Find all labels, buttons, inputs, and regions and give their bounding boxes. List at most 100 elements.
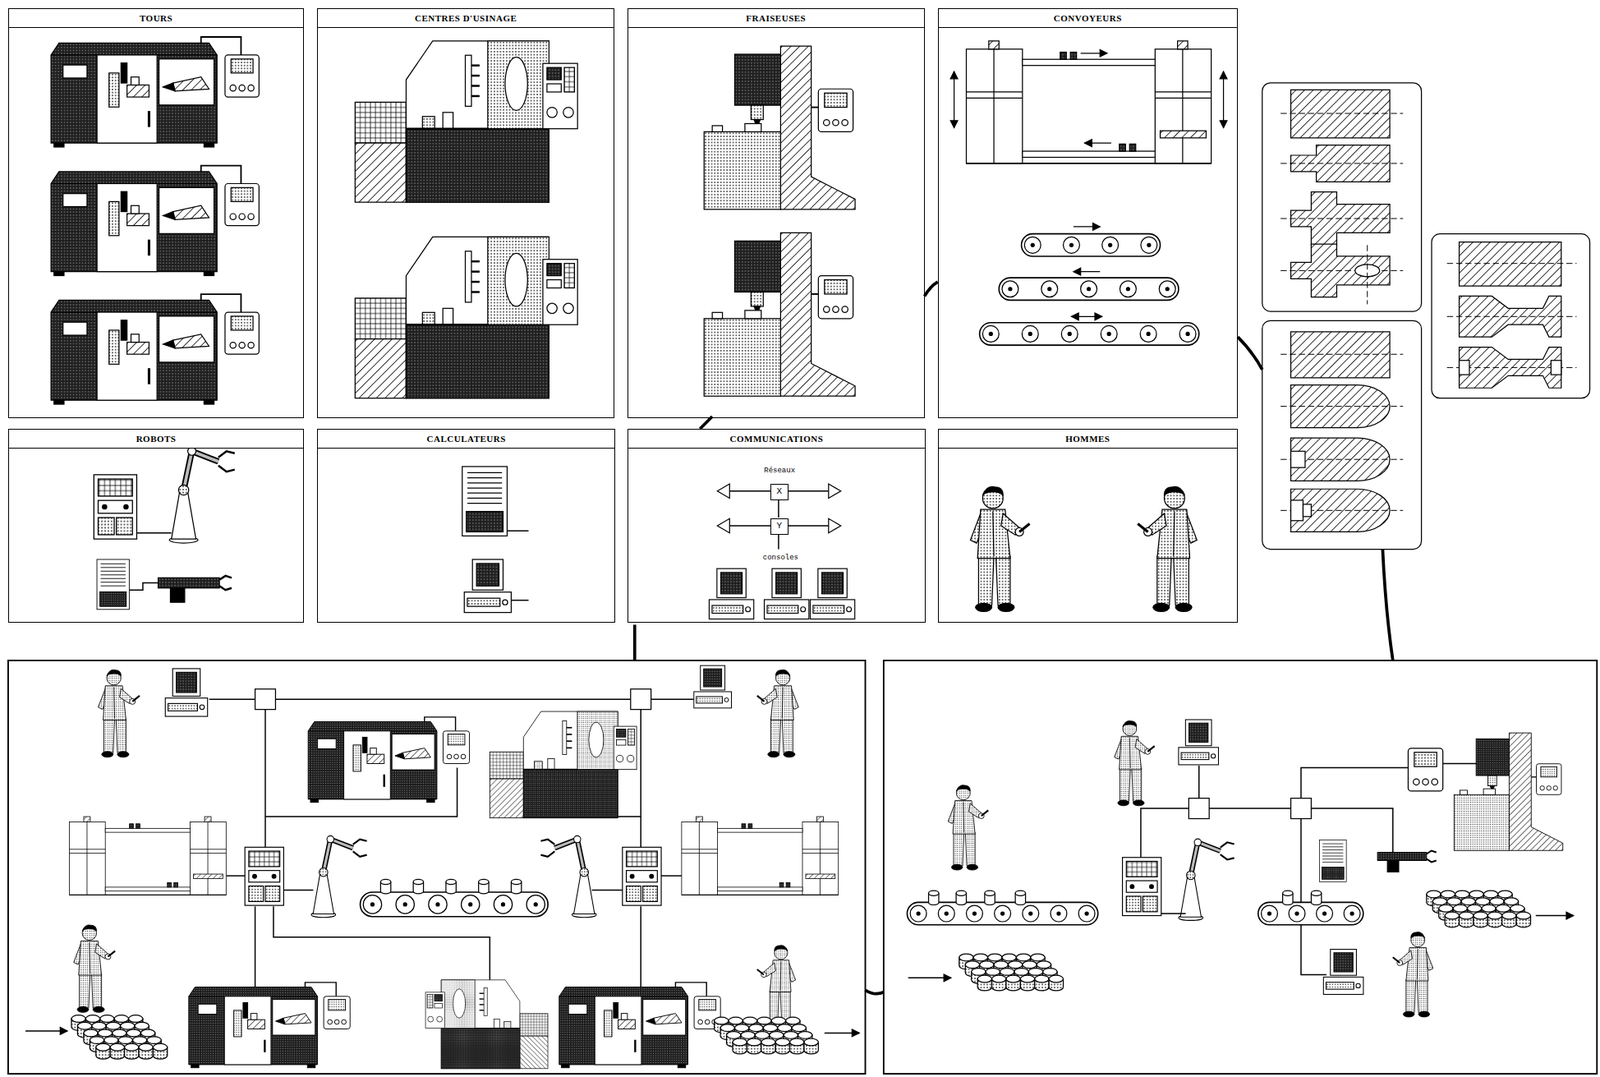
flow-arrow [25, 1027, 68, 1035]
computer-tower [1319, 840, 1347, 883]
drawing-part [1000, 968, 1015, 976]
drawing-part [363, 895, 382, 914]
drawing-part [717, 827, 803, 833]
wire [273, 905, 490, 982]
drawing-part [165, 698, 207, 717]
worker [970, 486, 1030, 612]
drawing-part [96, 55, 157, 143]
drawing-part [698, 999, 717, 1011]
drawing-part [308, 721, 437, 800]
drawing-part [263, 1039, 266, 1053]
part-profile [1280, 437, 1403, 481]
drawing-part [218, 450, 235, 472]
drawing-part [116, 517, 134, 535]
drawing-part [188, 987, 318, 1065]
drawing-part [447, 734, 465, 745]
drawing-part [828, 518, 842, 533]
drawing-part [479, 1009, 484, 1011]
drawing-part [243, 1002, 249, 1018]
drawing-part [1093, 223, 1101, 231]
drawing-part [272, 999, 316, 1035]
console [708, 568, 754, 619]
drawing-part [1002, 953, 1017, 961]
drawing-part [173, 205, 210, 220]
drawing-part [675, 982, 707, 997]
drawing-part [328, 999, 346, 1011]
drawing-part [1413, 778, 1420, 785]
drawing-part [391, 734, 435, 770]
drawing-part [112, 1029, 127, 1037]
drawing-part [1487, 911, 1502, 920]
drawing-part [1129, 143, 1136, 152]
drawing-part [162, 82, 175, 92]
drawing-part [487, 41, 550, 129]
flow-arrow [1080, 49, 1108, 57]
drawing-part [77, 1021, 92, 1030]
panel-title: TOURS [9, 9, 304, 28]
transfer-station [681, 816, 839, 895]
drawing-part [724, 697, 729, 702]
drawing-part [230, 187, 253, 202]
drawing-part [542, 259, 578, 326]
drawing-part [85, 1015, 100, 1023]
wire [264, 709, 266, 848]
drawing-part [1459, 360, 1470, 375]
drawing-part [1173, 511, 1175, 557]
drawing-part [962, 801, 965, 833]
drawing-part [129, 823, 134, 829]
drawing-part [721, 572, 743, 594]
drawing-part [1099, 49, 1108, 57]
drawing-part [1483, 788, 1495, 795]
console [764, 568, 810, 619]
drawing-part [1323, 976, 1364, 994]
drawing-part [746, 1038, 761, 1046]
drawing-part [708, 599, 754, 620]
drawing-part [1280, 113, 1403, 115]
drawing-part [434, 1003, 443, 1008]
drawing-part [1119, 143, 1126, 152]
drawing-part [124, 1043, 139, 1051]
drawing-part [147, 110, 151, 127]
drawing-part [694, 691, 732, 709]
belt-conveyor [979, 322, 1200, 345]
drawing-part [120, 191, 127, 212]
drawing-part [744, 123, 762, 132]
drawing-part [1302, 504, 1311, 517]
drawing-part [505, 57, 528, 111]
workpiece [478, 878, 489, 893]
lathe [50, 165, 259, 276]
drawing-part [98, 500, 134, 514]
workstation [165, 668, 207, 717]
drawing-part [1220, 841, 1235, 860]
drawing-part [1322, 855, 1343, 856]
drawing-part [176, 671, 198, 693]
drawing-part [1466, 905, 1481, 913]
drawing-part [239, 342, 245, 349]
drawing-part [147, 1036, 161, 1044]
drawing-part [326, 835, 334, 842]
wire [136, 532, 171, 534]
drawing-part [953, 832, 965, 866]
drawing-part [441, 979, 475, 1029]
workpiece [956, 890, 966, 905]
drawing-part [115, 718, 126, 754]
drawing-part [767, 605, 799, 613]
drawing-part [1063, 236, 1081, 253]
drawing-part [622, 846, 662, 906]
drawing-part [1469, 890, 1484, 898]
drawing-part [937, 905, 955, 922]
drawing-part [201, 294, 242, 313]
drawing-part [354, 101, 406, 143]
drawing-part [772, 568, 801, 598]
machining-center [425, 979, 548, 1069]
drawing-part [204, 816, 212, 822]
drawing-part [502, 599, 508, 605]
drawing-part [975, 602, 993, 612]
drawing-part [1007, 960, 1022, 969]
drawing-part [244, 846, 284, 906]
network-node [1188, 798, 1210, 819]
part-profile [1280, 89, 1403, 138]
drawing-part [988, 953, 1003, 961]
drawing-part [454, 754, 460, 759]
